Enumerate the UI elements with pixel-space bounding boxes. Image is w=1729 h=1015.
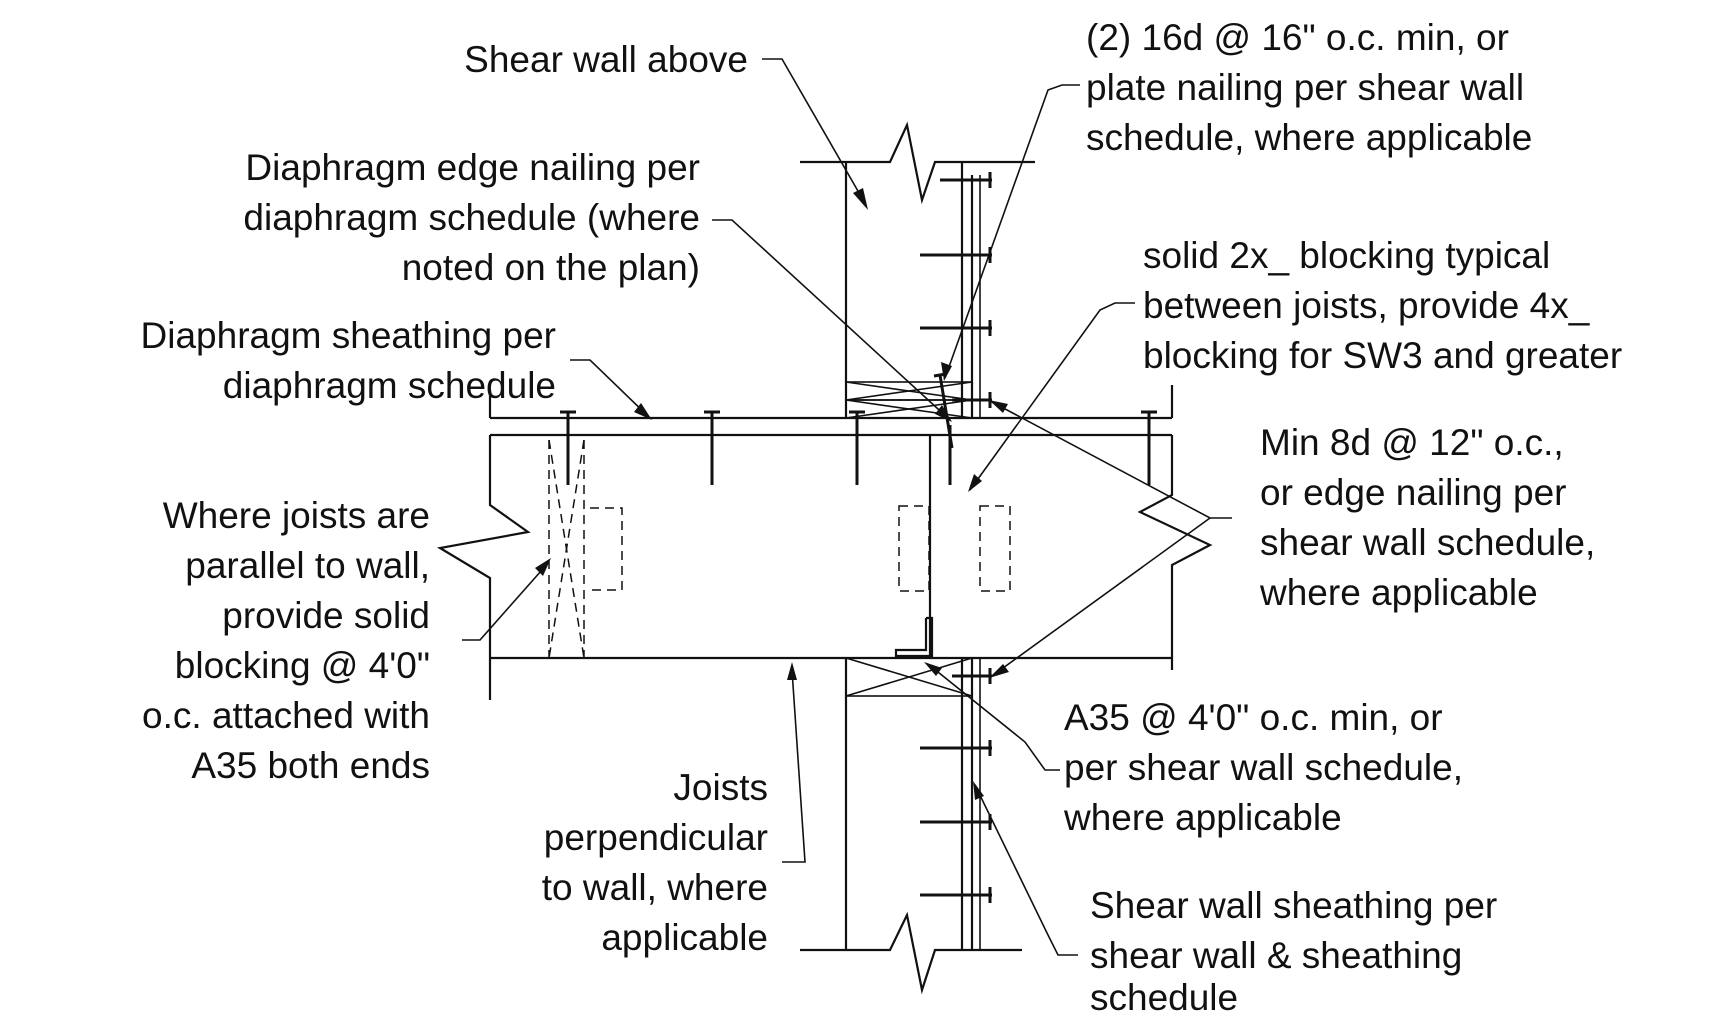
label-line: Shear wall sheathing per (1090, 885, 1497, 926)
top-plate-blocking (845, 381, 973, 419)
diaphragm-sheathing-layer (488, 385, 1174, 437)
label-plate-nailing: (2) 16d @ 16" o.c. min, or plate nailing… (1086, 17, 1532, 158)
solid-blocking-parallel (548, 439, 623, 659)
label-line: provide solid (222, 595, 430, 636)
label-line: solid 2x_ blocking typical (1143, 235, 1550, 276)
label-line: A35 @ 4'0" o.c. min, or (1064, 697, 1443, 738)
label-line: A35 both ends (191, 745, 430, 786)
a35-clips (898, 505, 1011, 592)
label-min-8d: Min 8d @ 12" o.c., or edge nailing per s… (1259, 422, 1595, 613)
label-line: shear wall schedule, (1260, 522, 1595, 563)
label-line: Where joists are (163, 495, 430, 536)
label-line: diaphragm schedule (where (243, 197, 700, 238)
label-line: shear wall & sheathing (1090, 935, 1462, 976)
label-line: Min 8d @ 12" o.c., (1260, 422, 1564, 463)
label-line: or edge nailing per (1260, 472, 1567, 513)
floor-joist-framing (436, 435, 1213, 700)
label-parallel-joists: Where joists are parallel to wall, provi… (142, 495, 430, 786)
label-shear-wall-above: Shear wall above (464, 39, 748, 80)
label-line: applicable (601, 917, 768, 958)
nails (560, 172, 1157, 903)
label-blocking: solid 2x_ blocking typical between joist… (1143, 235, 1622, 376)
label-line: Joists (673, 767, 768, 808)
leader-lines (462, 58, 1232, 956)
label-shear-wall-sheathing: Shear wall sheathing per shear wall & sh… (1090, 885, 1497, 1015)
label-line: blocking @ 4'0" (175, 645, 430, 686)
label-line: Shear wall above (464, 39, 748, 80)
label-a35: A35 @ 4'0" o.c. min, or per shear wall s… (1063, 697, 1463, 838)
label-line: o.c. attached with (142, 695, 430, 736)
label-line: noted on the plan) (402, 247, 700, 288)
label-perpendicular-joists: Joists perpendicular to wall, where appl… (542, 767, 768, 958)
label-line: perpendicular (544, 817, 768, 858)
label-diaphragm-sheathing: Diaphragm sheathing per diaphragm schedu… (141, 315, 556, 406)
label-line: Diaphragm sheathing per (141, 315, 556, 356)
label-line: blocking for SW3 and greater (1143, 335, 1622, 376)
label-line: parallel to wall, (185, 545, 430, 586)
label-line: to wall, where (542, 867, 768, 908)
label-line: (2) 16d @ 16" o.c. min, or (1086, 17, 1509, 58)
label-line: plate nailing per shear wall (1086, 67, 1524, 108)
upper-shear-wall (800, 121, 1035, 418)
label-line: where applicable (1063, 797, 1342, 838)
lower-shear-wall (800, 658, 1022, 995)
label-line: schedule, where applicable (1086, 117, 1532, 158)
a35-angle (894, 616, 934, 658)
label-line: Diaphragm edge nailing per (245, 147, 700, 188)
label-line: where applicable (1259, 572, 1538, 613)
detail-geometry (436, 58, 1232, 995)
label-line: between joists, provide 4x_ (1143, 285, 1590, 326)
label-line: schedule (1090, 977, 1238, 1015)
label-diaphragm-edge-nailing: Diaphragm edge nailing per diaphragm sch… (243, 147, 700, 288)
label-line: diaphragm schedule (223, 365, 556, 406)
label-line: per shear wall schedule, (1064, 747, 1463, 788)
